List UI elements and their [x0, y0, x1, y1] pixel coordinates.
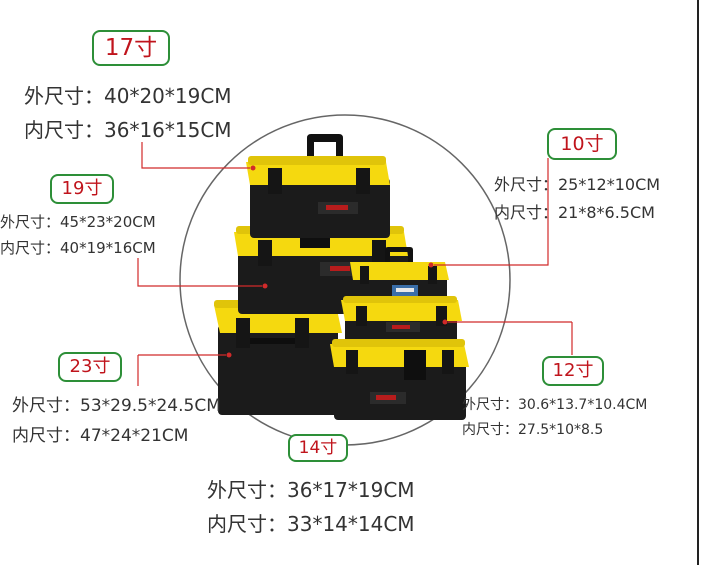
leader-lines	[137, 142, 573, 386]
inner-size-17: 内尺寸：36*16*15CM	[24, 118, 232, 142]
outer-size-14: 外尺寸：36*17*19CM	[207, 478, 415, 502]
outer-size-19: 外尺寸：45*23*20CM	[0, 213, 156, 231]
size-badge-12: 12寸	[542, 356, 604, 386]
inner-size-14: 内尺寸：33*14*14CM	[207, 512, 415, 536]
size-badge-14: 14寸	[288, 434, 348, 462]
size-badge-17: 17寸	[92, 30, 170, 66]
toolbox-12	[341, 296, 462, 347]
inner-size-19: 内尺寸：40*19*16CM	[0, 239, 156, 257]
right-edge-line	[697, 0, 699, 565]
toolbox-23	[214, 300, 342, 415]
toolbox-17	[246, 134, 390, 238]
size-badge-19: 19寸	[50, 174, 114, 204]
inner-size-10: 内尺寸：21*8*6.5CM	[494, 203, 655, 222]
inner-size-23: 内尺寸：47*24*21CM	[12, 426, 189, 446]
toolbox-14	[330, 339, 469, 420]
size-badge-10: 10寸	[547, 128, 617, 160]
size-badge-23: 23寸	[58, 352, 122, 382]
outer-size-10: 外尺寸：25*12*10CM	[494, 175, 661, 194]
outer-size-23: 外尺寸：53*29.5*24.5CM	[12, 396, 221, 416]
inner-size-12: 内尺寸：27.5*10*8.5	[462, 422, 604, 438]
outer-size-17: 外尺寸：40*20*19CM	[24, 84, 232, 108]
outer-size-12: 外尺寸：30.6*13.7*10.4CM	[462, 397, 648, 413]
